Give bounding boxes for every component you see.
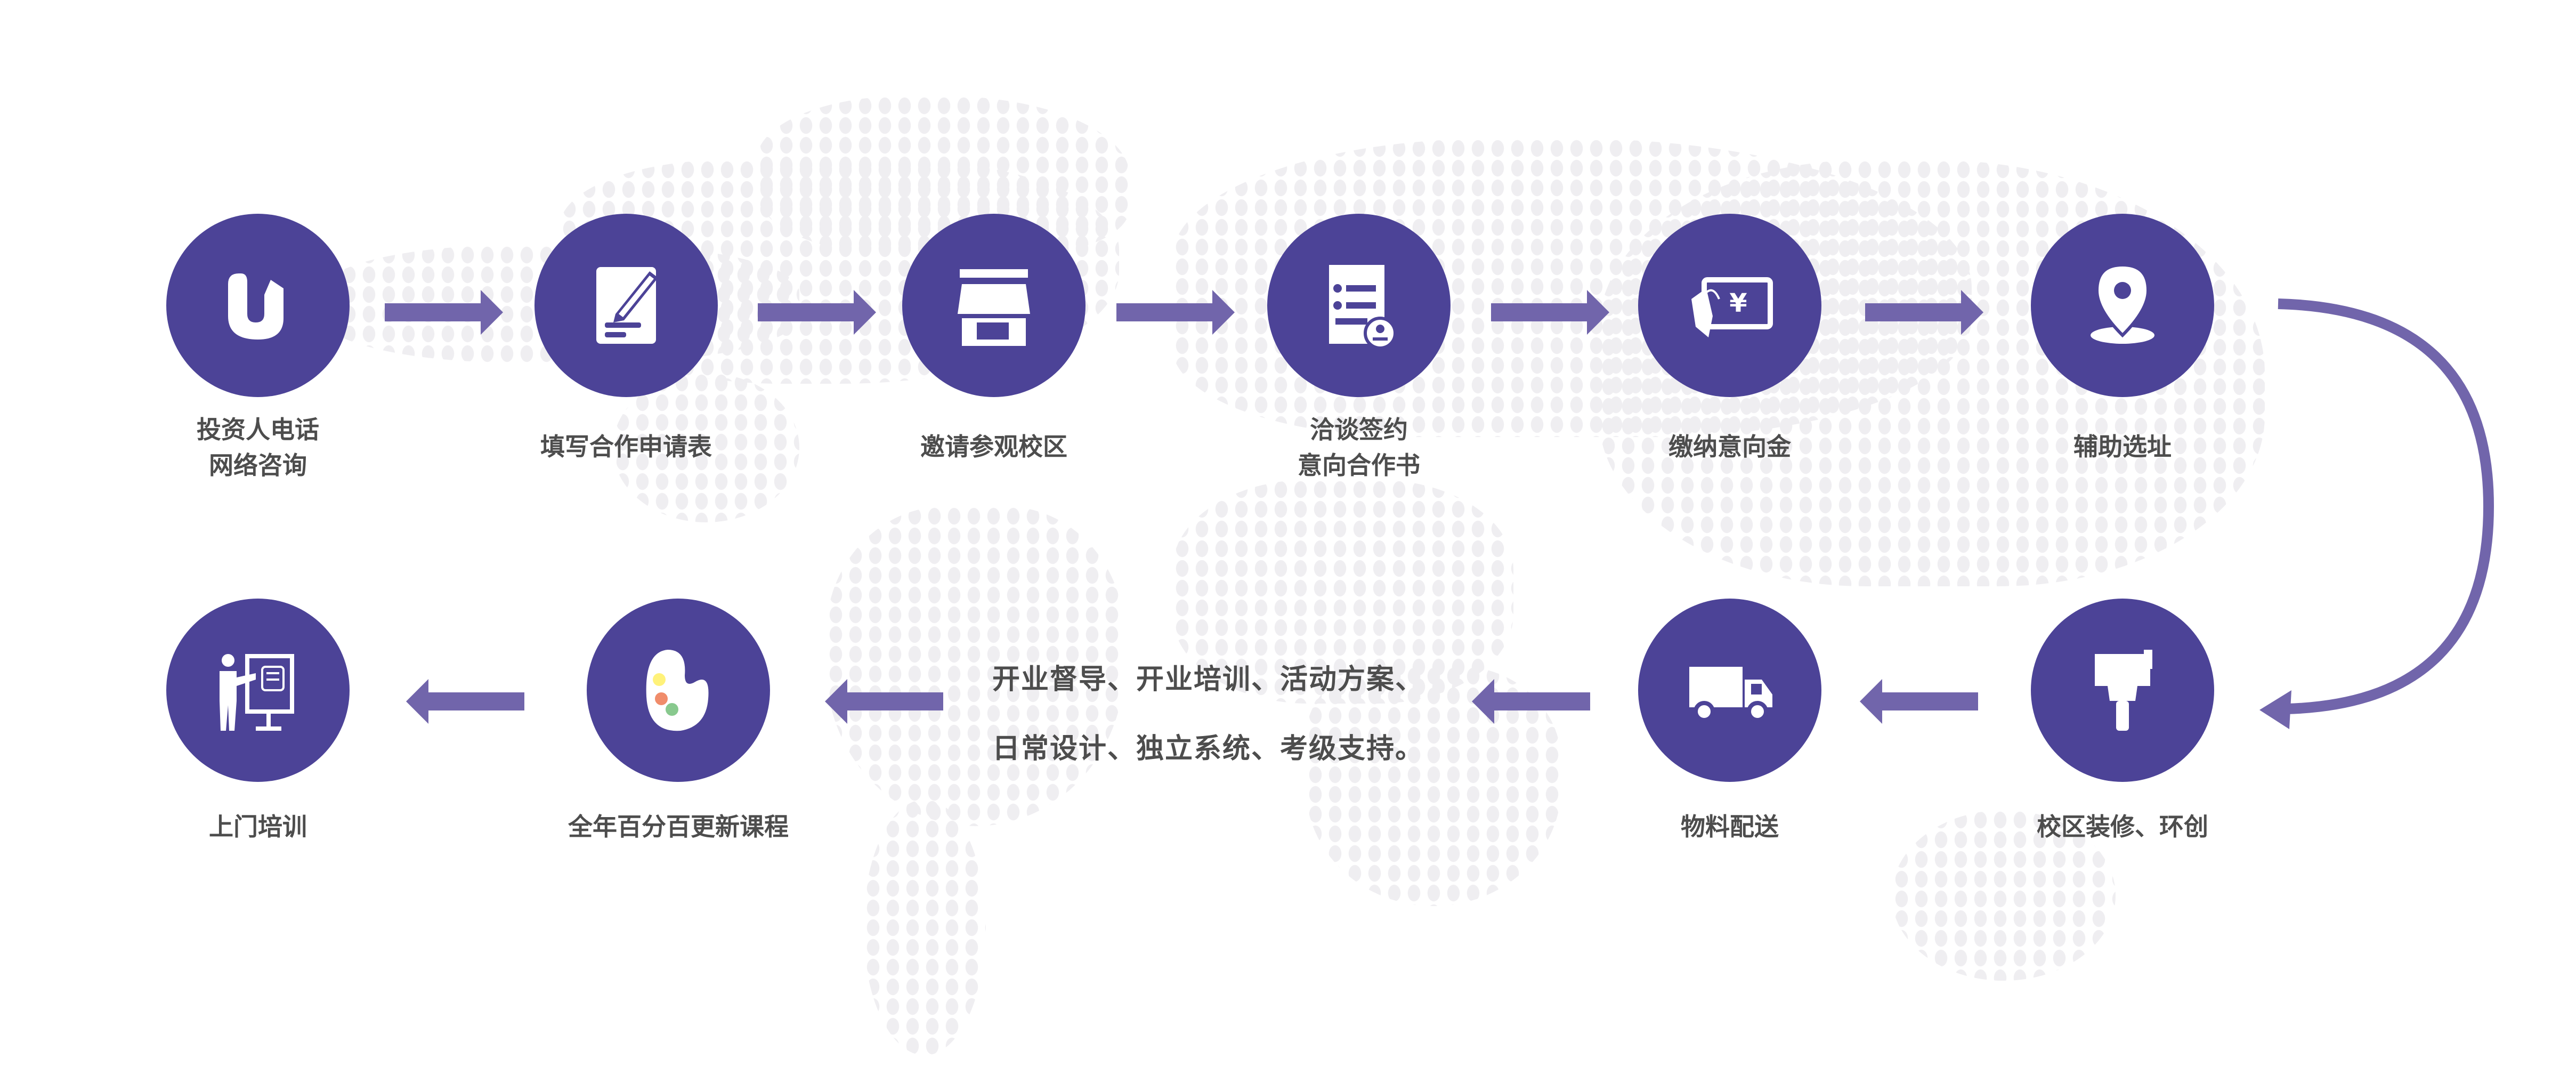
support-services-line2: 日常设计、独立系统、考级支持。 [992,733,1424,764]
svg-text:¥: ¥ [1729,288,1747,318]
arrow-left-icon [406,679,524,724]
arrow-right-icon [385,290,503,335]
step-deposit-label: 缴纳意向金 [1668,433,1791,461]
arrow-left-icon [1472,679,1590,724]
deposit-payment-icon: ¥ [1691,277,1773,337]
step-delivery-label: 物料配送 [1681,813,1779,841]
contract-icon [1329,265,1397,350]
step-visit-circle [902,214,1086,397]
step-renovation-label: 校区装修、环创 [2037,813,2208,841]
delivery-truck-icon [1689,667,1772,722]
support-services-line1: 开业督导、开业培训、活动方案、 [992,664,1424,695]
arrow-left-icon [825,679,943,724]
step-curriculum-circle [587,599,770,782]
trainer-presentation-icon [220,654,294,731]
arrow-right-icon [1865,290,1983,335]
step-application-circle [534,214,718,397]
renovation-brush-icon [2095,650,2152,731]
step-consultation-circle [166,214,350,397]
paint-palette-icon [646,650,709,731]
step-training-label: 上门培训 [209,813,307,841]
step-visit-label: 邀请参观校区 [920,433,1067,461]
arrow-right-icon [758,290,876,335]
step-training-circle [166,599,350,782]
step-consultation-label: 投资人电话网络咨询 [197,416,319,479]
step-site-selection-label: 辅助选址 [2073,433,2172,461]
brand-u-icon [228,273,283,340]
step-delivery-circle [1638,599,1821,782]
step-contract-circle [1267,214,1451,397]
curved-arrow-icon [2259,298,2494,729]
arrow-right-icon [1116,290,1235,335]
step-application-label: 填写合作申请表 [540,433,712,461]
step-contract-label: 洽谈签约意向合作书 [1298,416,1420,479]
storefront-icon [958,269,1030,346]
step-renovation-circle [2031,599,2214,782]
location-pin-icon [2091,263,2154,344]
step-deposit-circle: ¥ [1638,214,1821,397]
application-form-icon [596,267,658,344]
arrow-right-icon [1491,290,1609,335]
step-curriculum-label: 全年百分百更新课程 [568,813,789,841]
step-site-selection-circle [2031,214,2214,397]
arrow-left-icon [1860,679,1978,724]
